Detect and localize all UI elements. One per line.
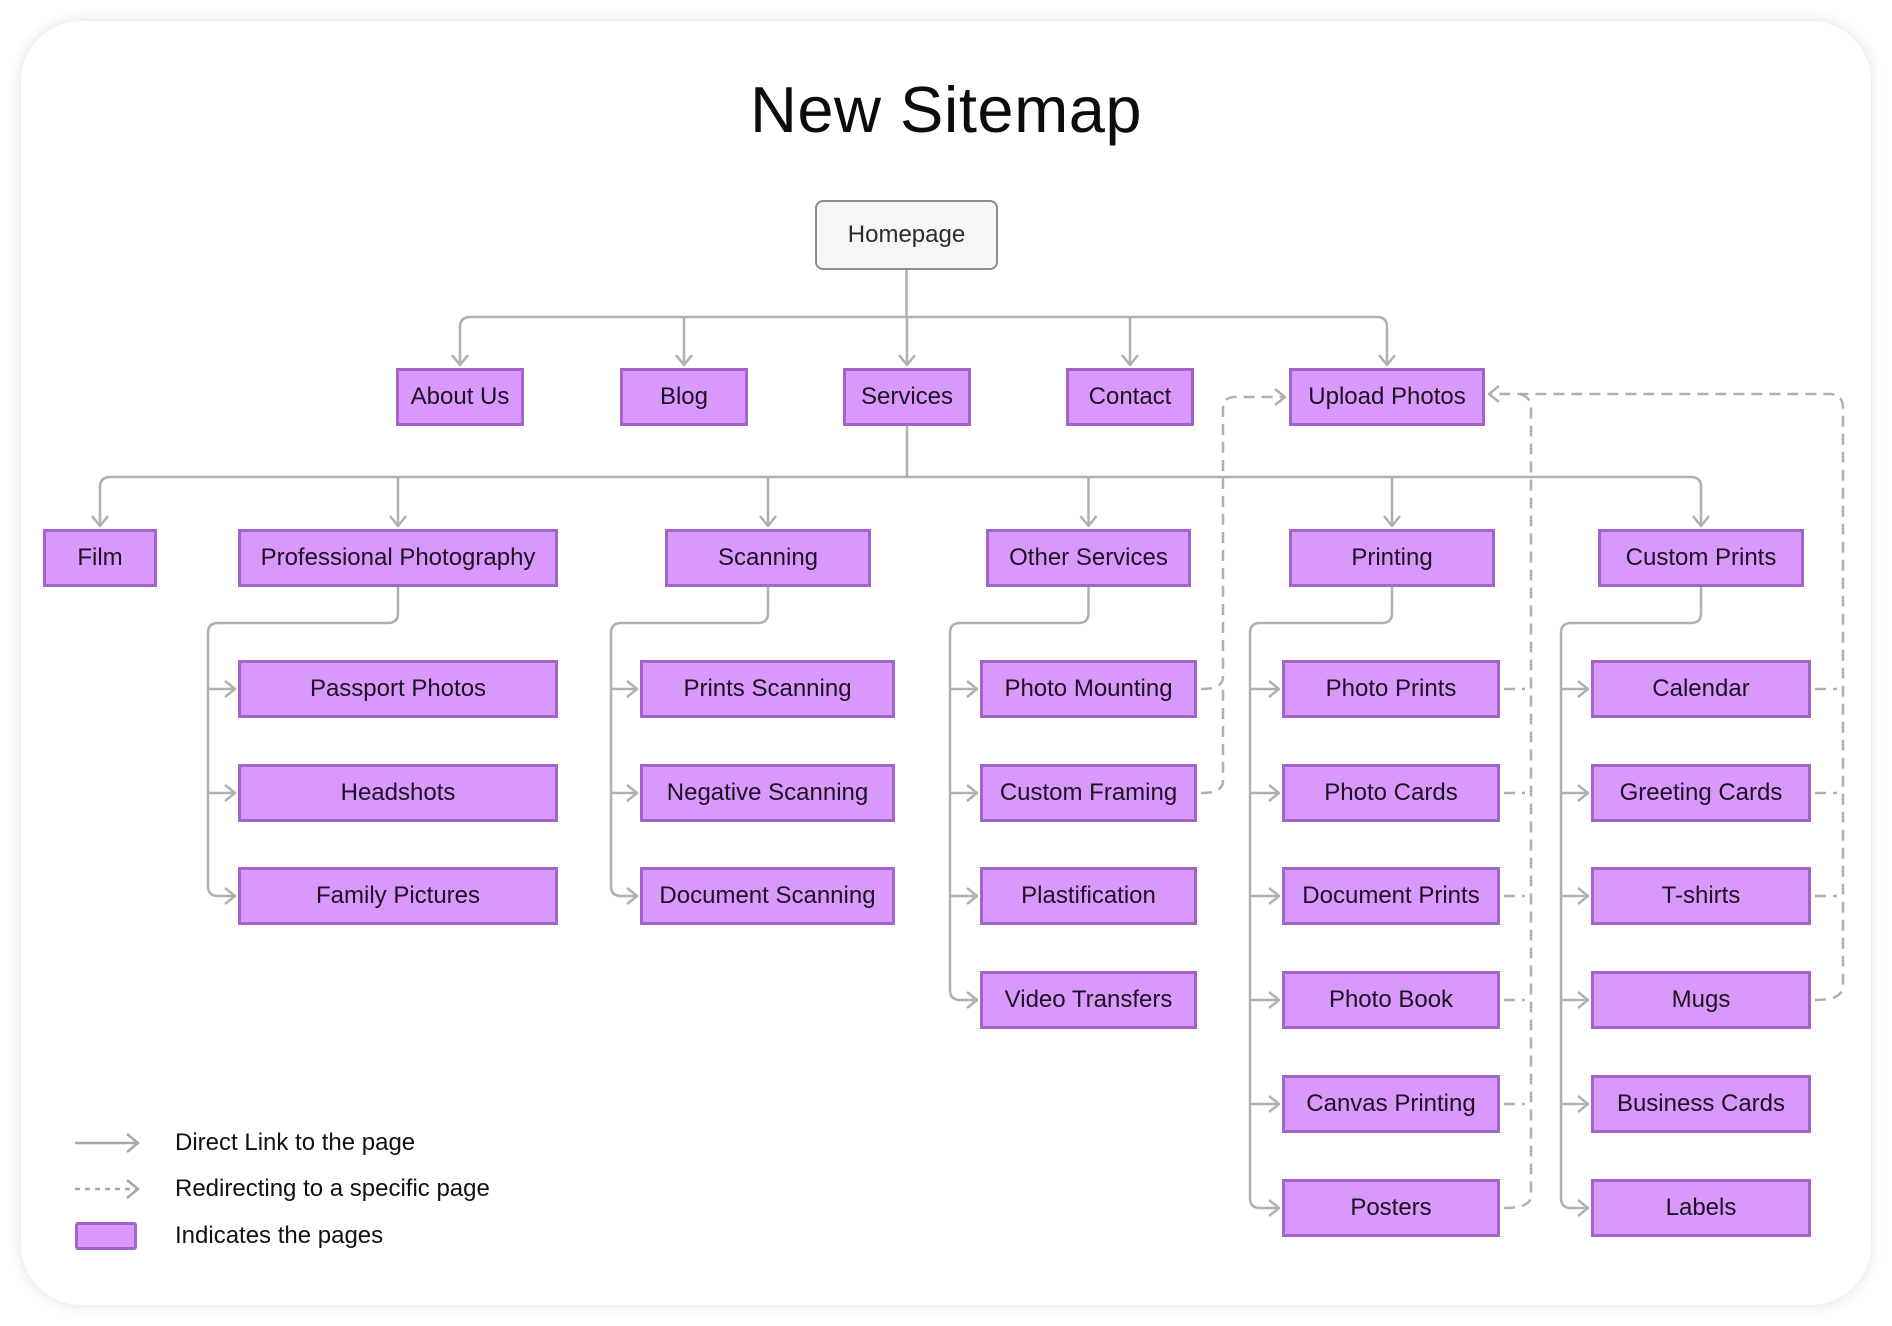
legend-redirect: Redirecting to a specific page <box>75 1171 490 1207</box>
page-swatch-box <box>75 1222 137 1250</box>
redirect-other-services-trunk <box>1200 395 1285 691</box>
link-level1-0 <box>458 315 471 365</box>
page-node-family-pictures[interactable]: Family Pictures <box>238 867 558 925</box>
legend-pages: Indicates the pages <box>75 1218 383 1254</box>
link-custom-prints-spine <box>1559 587 1703 1210</box>
arrow-scanning-2 <box>626 887 639 905</box>
page-node-canvas-printing[interactable]: Canvas Printing <box>1282 1075 1500 1133</box>
arrow-services-1 <box>389 515 407 528</box>
arrow-level1-1 <box>675 354 693 367</box>
page-node-professional-photography[interactable]: Professional Photography <box>238 529 558 587</box>
page-node-blog[interactable]: Blog <box>620 368 748 426</box>
page-node-scanning[interactable]: Scanning <box>665 529 871 587</box>
page-node-posters[interactable]: Posters <box>1282 1179 1500 1237</box>
arrow-level1-4 <box>1378 354 1396 367</box>
legend-redirect-label: Redirecting to a specific page <box>175 1175 490 1202</box>
arrow-other-services-2 <box>966 887 979 905</box>
page-node-plastification[interactable]: Plastification <box>980 867 1197 925</box>
arrow-printing-0 <box>1268 680 1281 698</box>
arrow-printing-1 <box>1268 784 1281 802</box>
redirect-printing-trunk <box>1503 392 1533 1210</box>
page-node-business-cards[interactable]: Business Cards <box>1591 1075 1811 1133</box>
legend-direct-label: Direct Link to the page <box>175 1129 416 1156</box>
page-node-document-scanning[interactable]: Document Scanning <box>640 867 895 925</box>
arrow-level1-0 <box>451 354 469 367</box>
page-node-custom-prints[interactable]: Custom Prints <box>1598 529 1804 587</box>
page-node-t-shirts[interactable]: T-shirts <box>1591 867 1811 925</box>
page-node-custom-framing[interactable]: Custom Framing <box>980 764 1197 822</box>
arrow-other-services-3 <box>966 991 979 1009</box>
page-title: New Sitemap <box>749 73 1143 146</box>
link-services-0 <box>98 475 111 526</box>
arrow-custom-prints-3 <box>1577 991 1590 1009</box>
page-node-photo-book[interactable]: Photo Book <box>1282 971 1500 1029</box>
page-node-calendar[interactable]: Calendar <box>1591 660 1811 718</box>
link-professional-photography-spine <box>206 587 400 898</box>
arrow-services-0 <box>91 515 109 528</box>
page-node-upload-photos[interactable]: Upload Photos <box>1289 368 1485 426</box>
arrow-level1-3 <box>1121 354 1139 367</box>
page-node-photo-prints[interactable]: Photo Prints <box>1282 660 1500 718</box>
page-node-headshots[interactable]: Headshots <box>238 764 558 822</box>
solid-arrow-icon <box>75 1125 141 1161</box>
arrow-services-3 <box>1079 515 1098 528</box>
arrow-services-4 <box>1383 515 1401 528</box>
arrow-other-services-1 <box>966 784 979 802</box>
arrow-services-5 <box>1692 515 1710 528</box>
arrow-printing-2 <box>1268 887 1281 905</box>
arrow-custom-prints-1 <box>1577 784 1590 802</box>
arrow-redirect-upload-right <box>1487 385 1500 403</box>
legend-pages-label: Indicates the pages <box>175 1222 384 1249</box>
page-node-document-prints[interactable]: Document Prints <box>1282 867 1500 925</box>
link-services-5 <box>1690 475 1703 526</box>
page-node-other-services[interactable]: Other Services <box>986 529 1191 587</box>
arrow-professional-photography-1 <box>224 784 237 802</box>
page-swatch <box>75 1218 141 1254</box>
arrow-professional-photography-0 <box>224 680 237 698</box>
arrow-custom-prints-0 <box>1577 680 1590 698</box>
arrow-custom-prints-2 <box>1577 887 1590 905</box>
page-node-printing[interactable]: Printing <box>1289 529 1495 587</box>
arrow-scanning-0 <box>626 680 639 698</box>
page-node-video-transfers[interactable]: Video Transfers <box>980 971 1197 1029</box>
redirect-custom-framing <box>1200 689 1225 795</box>
page-node-services[interactable]: Services <box>843 368 971 426</box>
legend-direct: Direct Link to the page <box>75 1125 415 1161</box>
arrow-printing-3 <box>1268 991 1281 1009</box>
arrow-scanning-1 <box>626 784 639 802</box>
page-node-labels[interactable]: Labels <box>1591 1179 1811 1237</box>
page-node-greeting-cards[interactable]: Greeting Cards <box>1591 764 1811 822</box>
redirect-custom-prints-trunk <box>1489 392 1845 1002</box>
page-node-mugs[interactable]: Mugs <box>1591 971 1811 1029</box>
page-node-photo-cards[interactable]: Photo Cards <box>1282 764 1500 822</box>
page-node-photo-mounting[interactable]: Photo Mounting <box>980 660 1197 718</box>
page-node-contact[interactable]: Contact <box>1066 368 1194 426</box>
arrow-other-services-0 <box>966 680 979 698</box>
page-node-prints-scanning[interactable]: Prints Scanning <box>640 660 895 718</box>
page-node-homepage[interactable]: Homepage <box>815 200 998 270</box>
arrow-professional-photography-2 <box>224 887 237 905</box>
link-level1-4 <box>1376 315 1389 365</box>
link-other-services-spine <box>948 587 1090 1002</box>
arrow-services-2 <box>759 515 777 528</box>
link-printing-spine <box>1248 587 1394 1210</box>
dashed-arrow-icon <box>75 1171 141 1207</box>
arrow-custom-prints-5 <box>1577 1199 1590 1217</box>
arrow-level1-2 <box>898 354 916 367</box>
link-scanning-spine <box>609 587 770 898</box>
page-node-negative-scanning[interactable]: Negative Scanning <box>640 764 895 822</box>
page-node-about-us[interactable]: About Us <box>396 368 524 426</box>
arrow-printing-5 <box>1268 1199 1281 1217</box>
page-node-film[interactable]: Film <box>43 529 157 587</box>
arrow-custom-prints-4 <box>1577 1095 1590 1113</box>
arrow-redirect-upload-left <box>1274 388 1287 406</box>
arrow-printing-4 <box>1268 1095 1281 1113</box>
page-node-passport-photos[interactable]: Passport Photos <box>238 660 558 718</box>
